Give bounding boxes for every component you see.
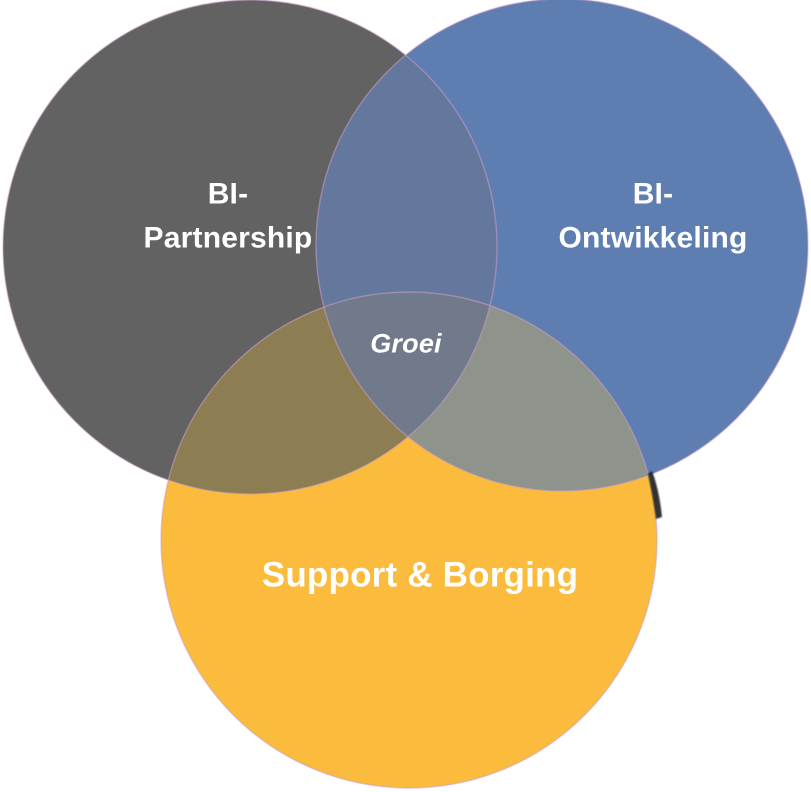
label-line: Partnership xyxy=(143,221,313,254)
circle-outline-bi-partnership xyxy=(2,0,498,495)
shadow-artifact xyxy=(648,471,662,519)
label-bi-partnership: BI- Partnership xyxy=(144,173,313,260)
overlap-ontwikkeling-support xyxy=(316,292,657,491)
label-line: Ontwikkeling xyxy=(558,221,748,254)
overlap-partnership-support xyxy=(161,292,497,494)
label-support-borging: Support & Borging xyxy=(261,555,579,595)
circle-outline-bi-ontwikkeling xyxy=(315,0,809,492)
label-groei: Groei xyxy=(370,328,442,359)
label-line: BI- xyxy=(632,177,674,211)
label-bi-ontwikkeling: BI- Ontwikkeling xyxy=(558,173,747,260)
circle-outline-support-borging xyxy=(160,291,658,789)
label-line: BI- xyxy=(207,177,249,211)
